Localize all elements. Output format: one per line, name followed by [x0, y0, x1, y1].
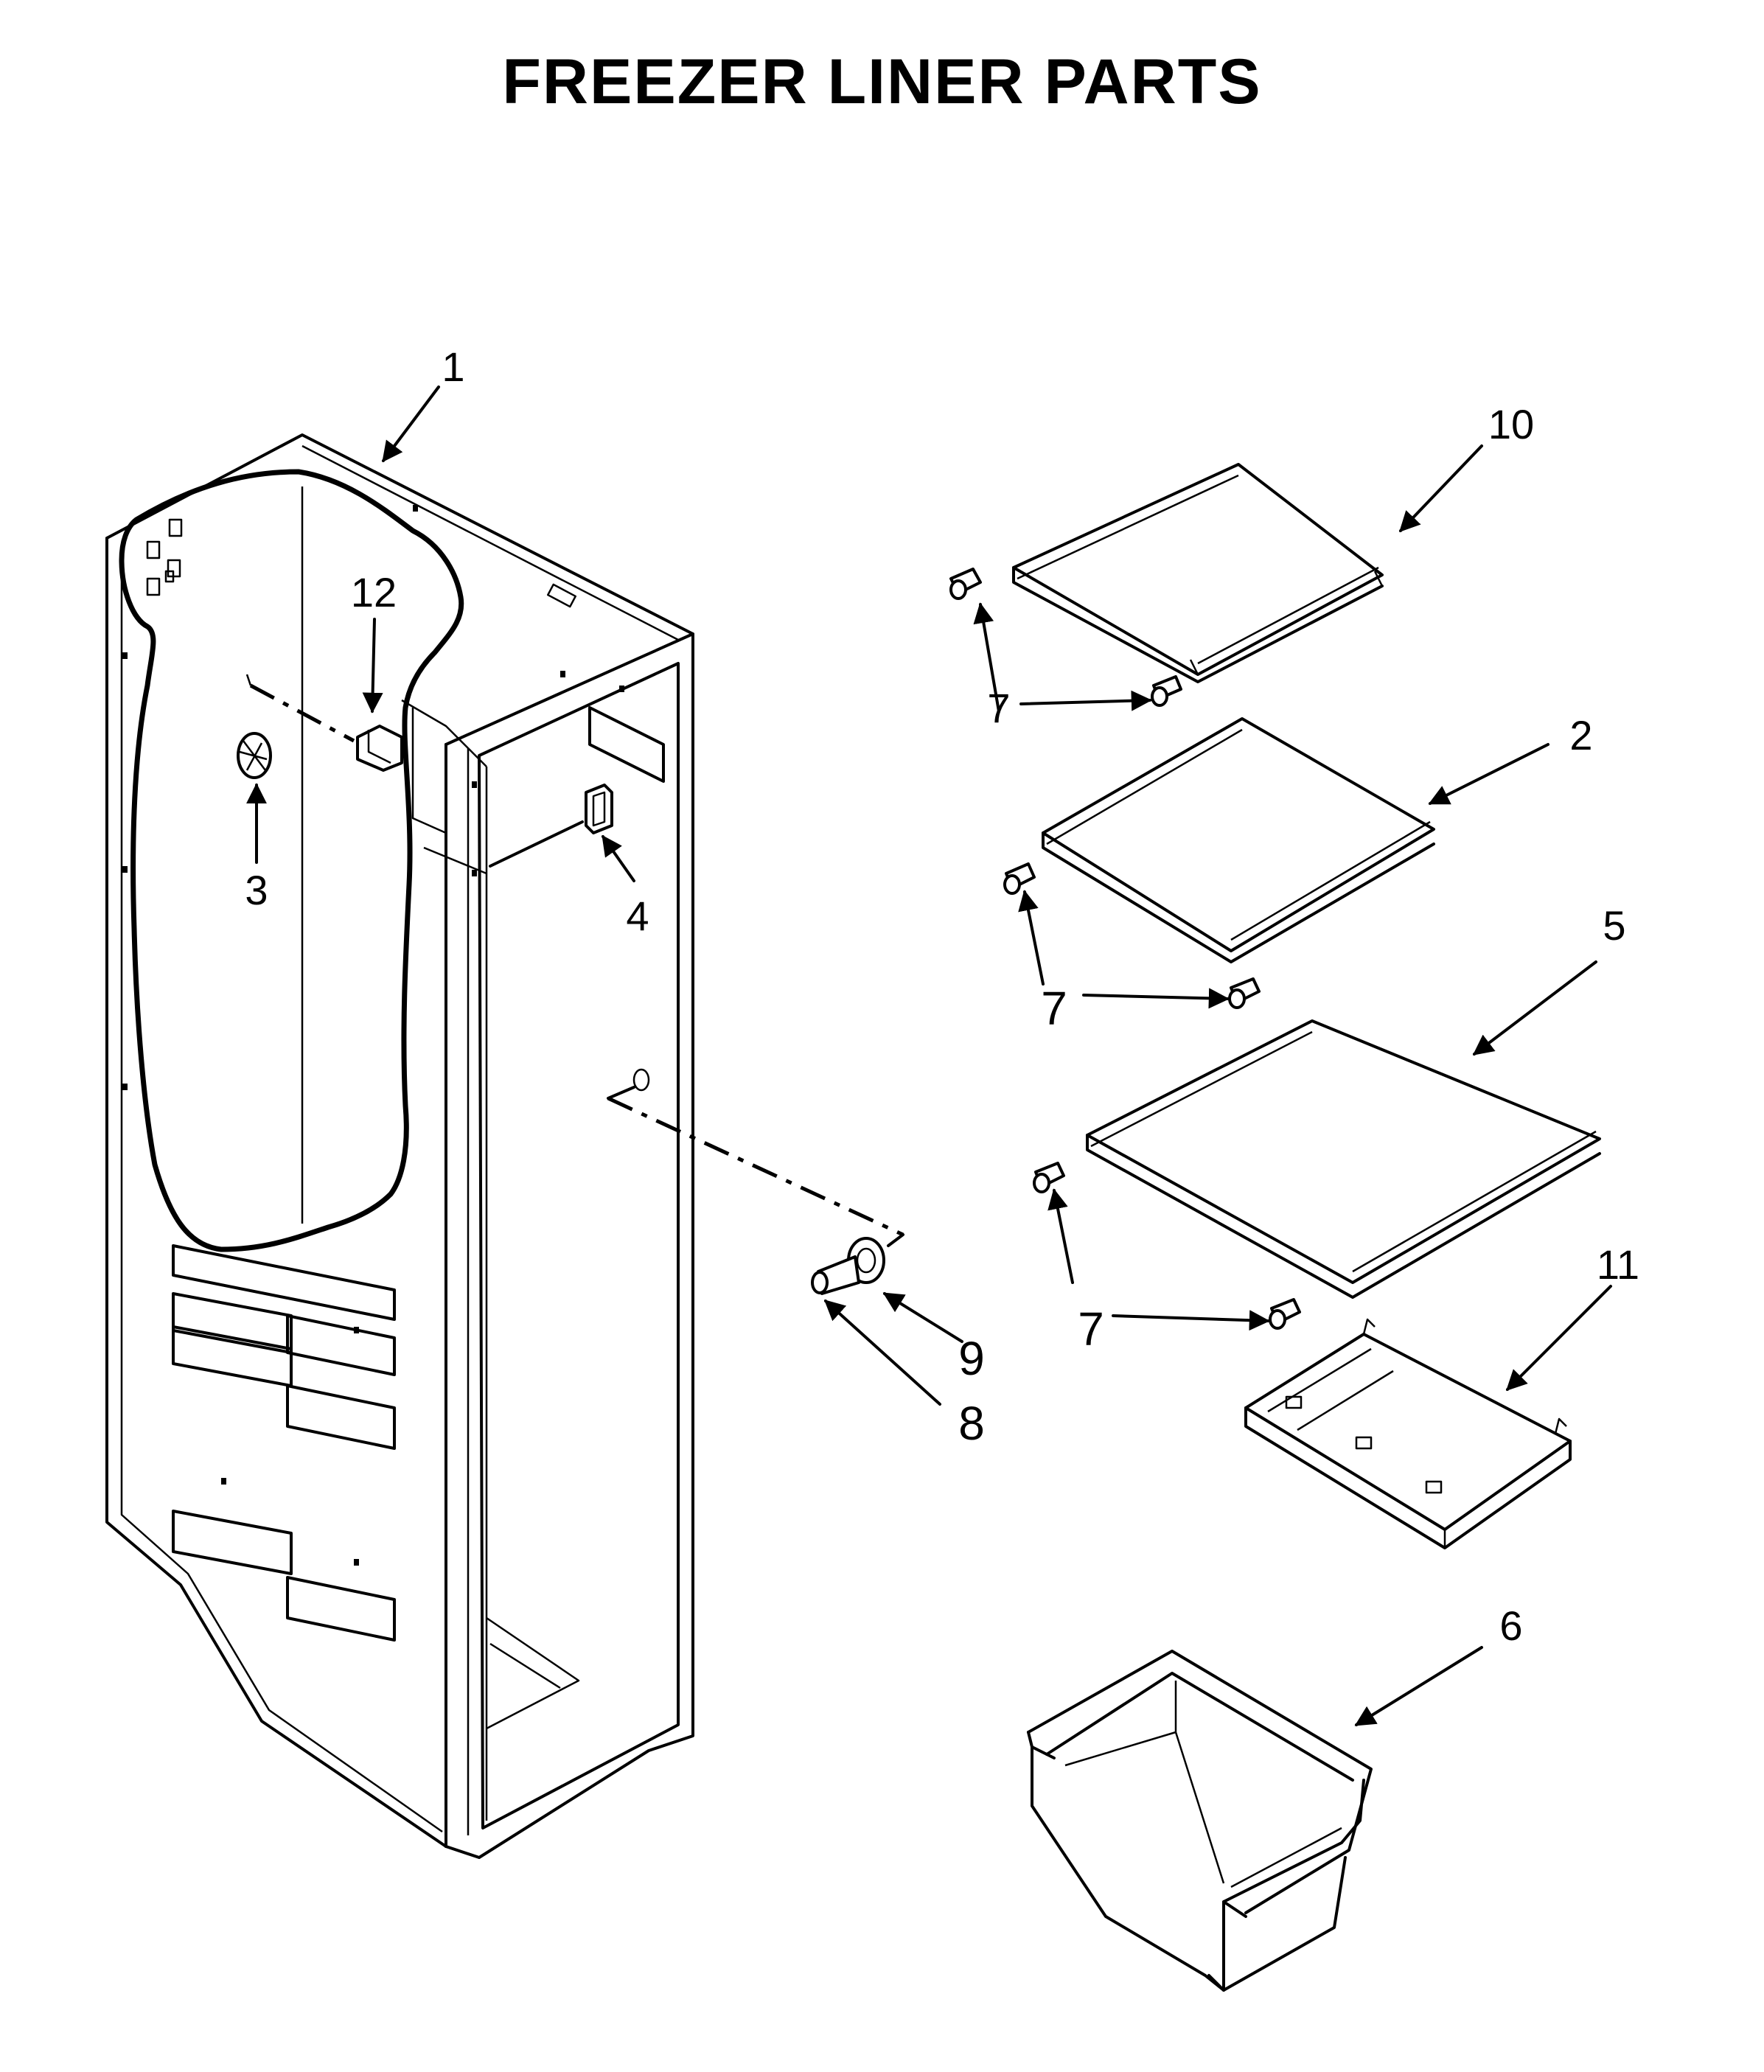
shelf-stud — [1228, 977, 1261, 1009]
callout-7: 7 — [1041, 982, 1067, 1035]
shelf-frame-part-11 — [1244, 1318, 1572, 1549]
callout-3: 3 — [245, 867, 268, 913]
callout-5: 5 — [1603, 902, 1625, 949]
shelf-stud — [1151, 675, 1182, 707]
callout-11: 11 — [1597, 1241, 1639, 1288]
shelf-stud-group — [949, 568, 1301, 1330]
hinge-pin-parts-8-9 — [607, 1068, 904, 1295]
shelf-stud — [1033, 1162, 1065, 1193]
callout-8: 8 — [958, 1397, 985, 1450]
shelf-stud — [949, 568, 982, 600]
leader-arrows — [246, 386, 1612, 1726]
callout-12: 12 — [351, 569, 397, 615]
shelf-part-5 — [1086, 1019, 1601, 1299]
callout-9: 9 — [958, 1332, 985, 1385]
page-title: FREEZER LINER PARTS — [502, 46, 1262, 117]
callout-7: 7 — [987, 685, 1010, 731]
callout-6: 6 — [1499, 1602, 1522, 1649]
callout-1: 1 — [442, 343, 464, 390]
callout-7: 7 — [1078, 1302, 1104, 1356]
vent-grille-part-3 — [237, 732, 272, 779]
callout-2: 2 — [1569, 712, 1592, 758]
shelf-part-10 — [1012, 463, 1384, 683]
callout-labels: 1 12 3 4 10 7 2 5 7 7 11 9 8 6 — [245, 343, 1639, 1649]
shelf-part-2 — [1042, 717, 1435, 963]
shelf-stud — [1003, 862, 1036, 895]
switch-part-4 — [489, 784, 613, 868]
callout-4: 4 — [626, 893, 649, 939]
freezer-liner — [105, 433, 694, 1859]
clip-part-12 — [245, 674, 403, 772]
storage-bin-part-6 — [1027, 1650, 1373, 1992]
shelf-stud — [1269, 1298, 1301, 1330]
callout-10: 10 — [1488, 401, 1534, 447]
